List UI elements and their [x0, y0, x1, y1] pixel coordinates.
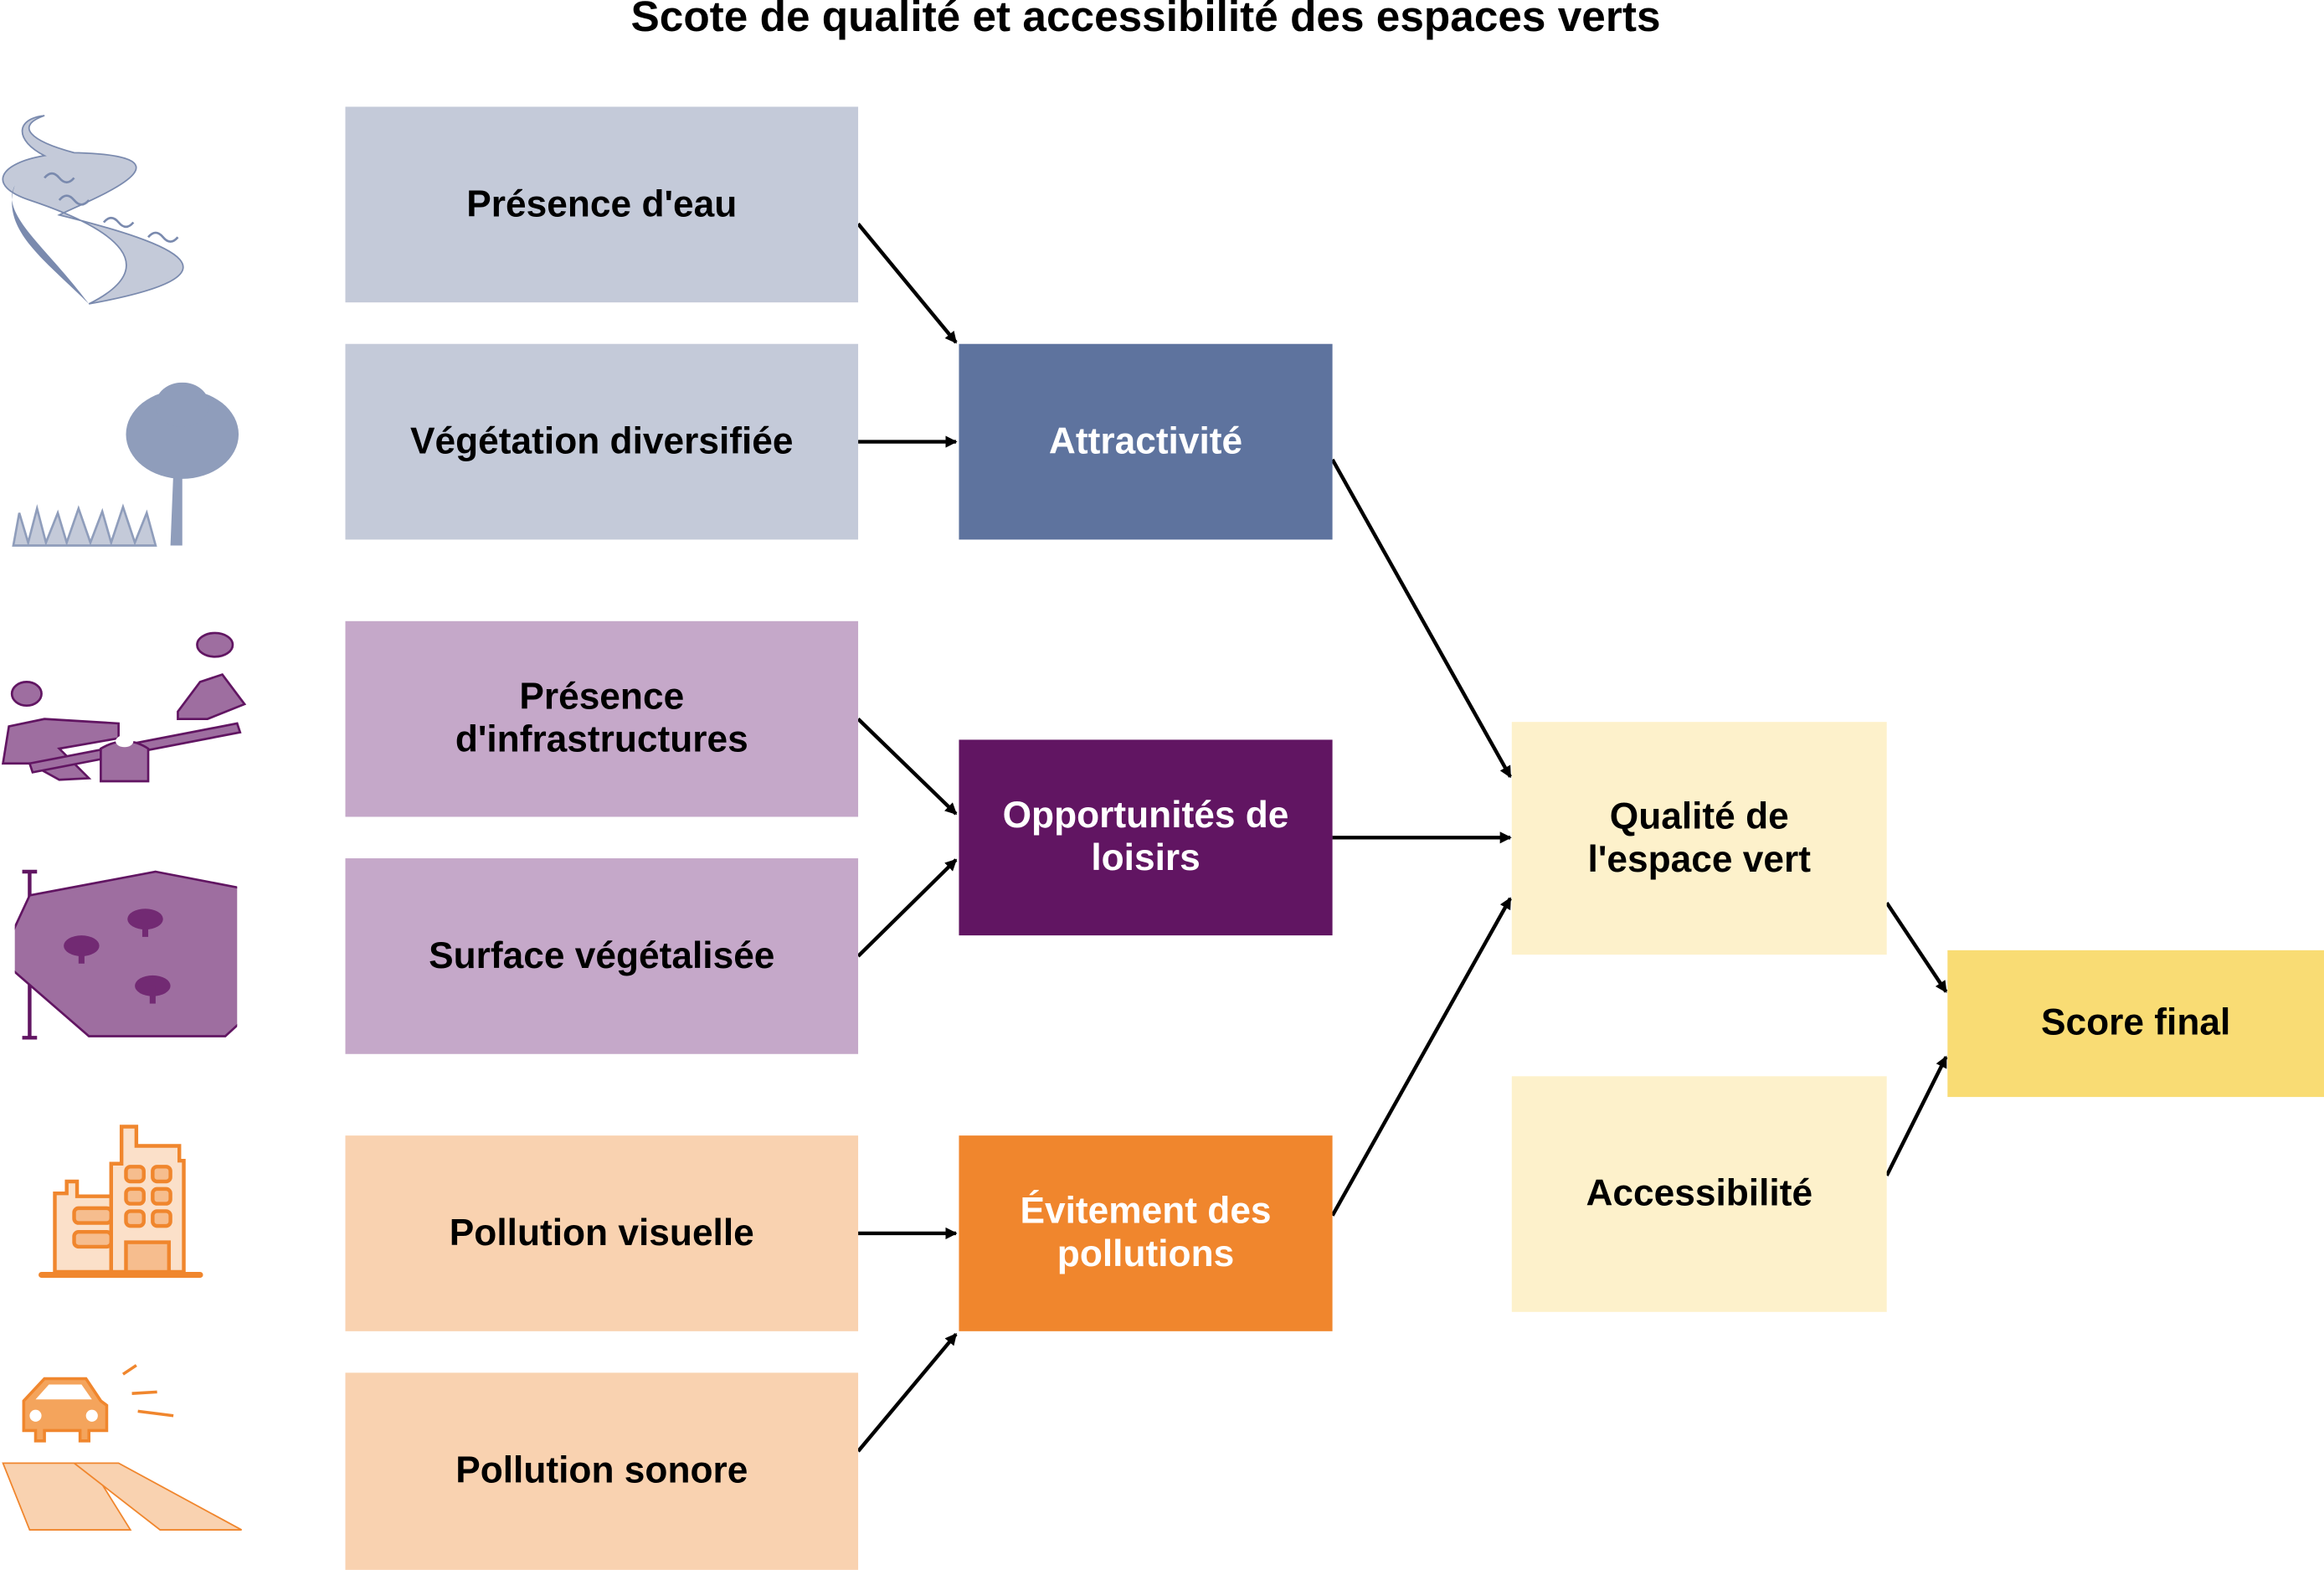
box-surface: Surface végétalisée: [345, 858, 859, 1054]
box-attractiveness: Attractivité: [959, 343, 1333, 540]
box-quality: Qualité de l'espace vert: [1511, 722, 1887, 955]
arrow-surface-leisure: [856, 858, 958, 958]
buildings-icon: [39, 1125, 203, 1279]
arrow-quality-final: [1884, 901, 1948, 993]
surface-area-icon: [14, 869, 238, 1040]
box-visual-pollution: Pollution visuelle: [345, 1135, 859, 1331]
box-accessibility: Accessibilité: [1511, 1076, 1887, 1312]
arrow-accessibility-final: [1884, 1055, 1948, 1176]
diagram-title: Scote de qualité et accessibilité des es…: [630, 0, 1661, 42]
box-final-score: Score final: [1947, 950, 2324, 1098]
box-vegetation: Végétation diversifiée: [345, 343, 859, 540]
car-noise-icon: [2, 1364, 242, 1531]
box-leisure: Opportunités de loisirs: [959, 739, 1333, 936]
arrow-pollution-quality: [1330, 897, 1512, 1217]
tree-grass-icon: [12, 382, 239, 547]
box-water: Présence d'eau: [345, 106, 859, 303]
arrow-infrastructure-leisure: [856, 718, 958, 816]
box-pollution-avoidance: Évitement des pollutions: [959, 1135, 1333, 1331]
arrow-attractiveness-quality: [1330, 458, 1512, 779]
seesaw-icon: [1, 631, 247, 783]
box-infrastructure: Présence d'infrastructures: [345, 620, 859, 817]
arrow-water-attractiveness: [856, 222, 958, 344]
arrow-noise-pollution-avoidance: [856, 1332, 958, 1453]
river-icon: [2, 115, 184, 305]
box-noise-pollution: Pollution sonore: [345, 1372, 859, 1570]
